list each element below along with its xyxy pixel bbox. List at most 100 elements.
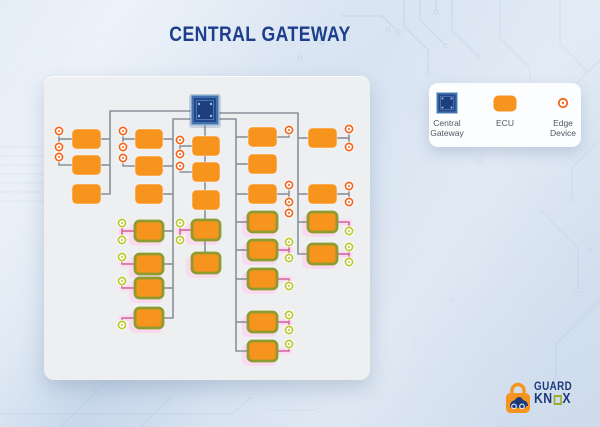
- edge-device-dot: [348, 146, 350, 148]
- logo-word-guard: GUARD: [534, 379, 573, 393]
- ecu-node-secure: [246, 310, 279, 334]
- circuit-trace: [419, 0, 447, 47]
- ecu-node: [247, 126, 278, 148]
- ecu-node: [191, 161, 221, 183]
- edge-device-dot: [288, 129, 290, 131]
- ecu-icon: [493, 91, 517, 115]
- ecu-node: [71, 154, 102, 176]
- logo-word-knox-kn: KN: [534, 390, 553, 407]
- bus-line: [219, 118, 248, 352]
- edge-device-dot: [348, 128, 350, 130]
- ecu-node: [307, 183, 338, 205]
- circuit-node: [297, 55, 303, 61]
- circuit-node: [569, 197, 575, 203]
- legend-item-ecu: ECU: [482, 91, 528, 128]
- logo-word-knox: KN X: [534, 390, 572, 407]
- edge-device-dot: [348, 201, 350, 203]
- circuit-trace: [59, 391, 97, 427]
- guardknox-logo: GUARD KN X: [505, 380, 581, 414]
- circuit-trace: [340, 15, 399, 33]
- ring-icon: [557, 97, 569, 109]
- edge-device-dot: [288, 212, 290, 214]
- edge-device-icon: [557, 91, 569, 115]
- ecu-rect-icon: [493, 95, 517, 111]
- edge-device-dot: [288, 329, 290, 331]
- edge-device-dot: [179, 165, 181, 167]
- ecu-node-secure: [133, 219, 165, 243]
- circuit-trace: [451, 0, 479, 57]
- edge-device-dot: [122, 157, 124, 159]
- edge-device-dot: [179, 153, 181, 155]
- circuit-trace: [499, 0, 531, 96]
- edge-device-dot: [121, 256, 123, 258]
- page-title: CENTRAL GATEWAY: [169, 23, 351, 46]
- ecu-node-secure: [246, 238, 279, 262]
- ecu-node-secure: [133, 306, 165, 330]
- legend-label: Central Gateway: [430, 118, 464, 139]
- network-diagram-svg: [53, 94, 355, 366]
- ecu-node: [191, 135, 221, 157]
- legend-item-central-gateway: Central Gateway: [424, 91, 470, 138]
- circuit-node: [443, 43, 449, 49]
- legend-card: Central Gateway ECU Edge Device: [429, 83, 581, 147]
- legend-label: ECU: [496, 118, 514, 128]
- gateway-corner-dot: [197, 114, 201, 118]
- edge-device-dot: [121, 280, 123, 282]
- edge-device-dot: [179, 222, 181, 224]
- circuit-node: [449, 297, 455, 303]
- ecu-node: [247, 183, 278, 205]
- circuit-node: [575, 287, 581, 293]
- ecu-node-secure: [246, 267, 279, 291]
- ecu-node-secure: [306, 242, 339, 266]
- ecu-node-secure: [133, 252, 165, 276]
- circuit-node: [315, 407, 321, 413]
- gateway-corner-dot: [209, 102, 213, 106]
- circuit-node: [475, 53, 481, 59]
- gateway-node-inner: [196, 100, 214, 120]
- circuit-node: [412, 337, 418, 343]
- ecu-node-secure: [133, 276, 165, 300]
- edge-device-dot: [288, 343, 290, 345]
- edge-device-dot: [179, 139, 181, 141]
- edge-device-dot: [58, 156, 60, 158]
- circuit-node: [93, 389, 99, 395]
- circuit-node: [587, 247, 593, 253]
- edge-device-dot: [58, 146, 60, 148]
- circuit-node: [319, 39, 325, 45]
- bus-line: [219, 112, 308, 255]
- ecu-node: [134, 155, 164, 177]
- ecu-node: [71, 128, 102, 150]
- circuit-trace: [555, 299, 600, 380]
- ecu-node-secure: [190, 251, 222, 275]
- circuit-trace: [403, 0, 429, 74]
- ecu-node: [71, 183, 102, 205]
- logo-word-knox-x: X: [562, 390, 572, 407]
- circuit-trace: [559, 0, 587, 71]
- ecu-node-secure: [306, 210, 339, 234]
- circuit-node: [425, 71, 431, 77]
- edge-device-dot: [122, 146, 124, 148]
- edge-device-dot: [348, 230, 350, 232]
- circuit-node: [385, 27, 391, 33]
- ecu-node: [134, 128, 164, 150]
- circuit-node: [249, 393, 255, 399]
- edge-device-dot: [122, 130, 124, 132]
- edge-device-dot: [288, 285, 290, 287]
- guardknox-lock-car-icon: [506, 382, 530, 413]
- edge-device-dot: [179, 239, 181, 241]
- legend-item-edge-device: Edge Device: [540, 91, 586, 138]
- ecu-node: [247, 153, 278, 175]
- circuit-node: [433, 9, 439, 15]
- logo-o-square-icon: [553, 395, 562, 405]
- gateway-corner-dot: [197, 102, 201, 106]
- edge-device-dot: [348, 185, 350, 187]
- circuit-node: [477, 157, 483, 163]
- bus-line: [163, 118, 191, 319]
- circuit-trace: [139, 399, 169, 427]
- edge-device-dot: [288, 201, 290, 203]
- ecu-node: [191, 189, 221, 211]
- legend-label: Edge Device: [550, 118, 576, 139]
- edge-device-dot: [288, 314, 290, 316]
- ecu-node-secure: [246, 210, 279, 234]
